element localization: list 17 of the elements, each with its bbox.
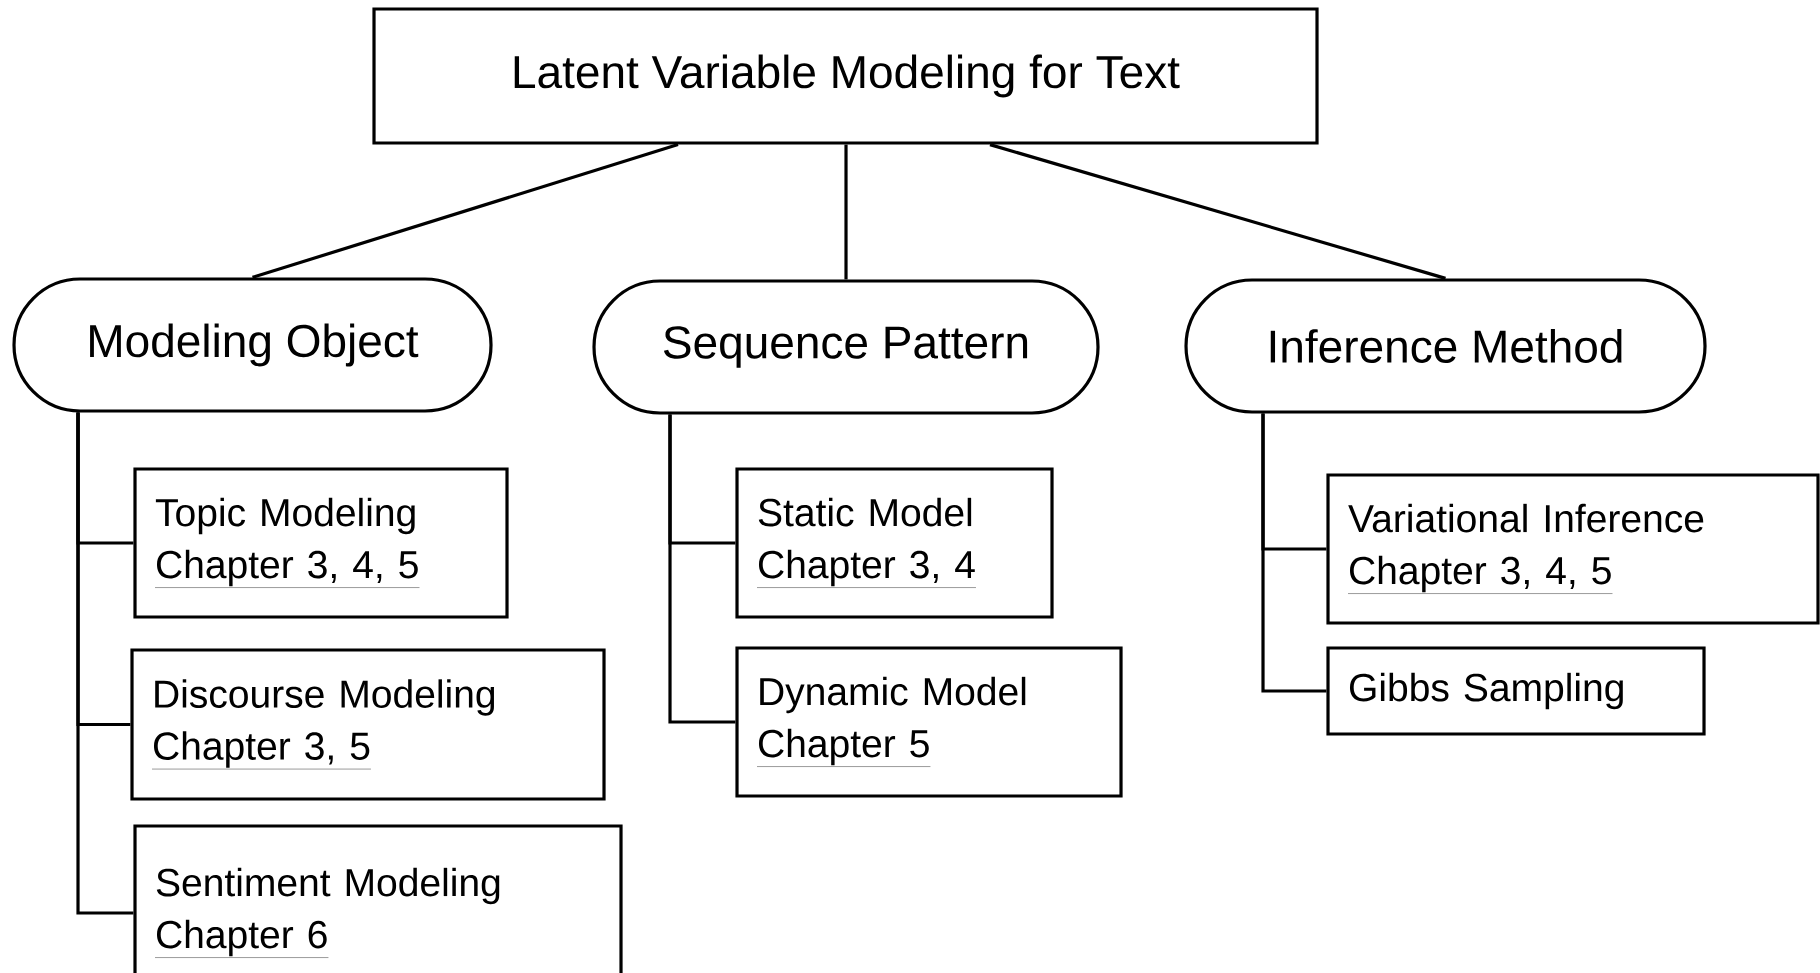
connector-line	[252, 143, 679, 279]
topic-box: Topic Modeling Chapter 3, 4, 5	[133, 467, 509, 619]
connector-line	[76, 412, 134, 915]
title-box: Latent Variable Modeling for Text	[372, 7, 1319, 145]
connector-line	[844, 144, 848, 280]
connector-line	[668, 414, 736, 724]
topic-box: Static Model Chapter 3, 4	[735, 467, 1054, 619]
category-pill: Sequence Pattern	[592, 279, 1100, 415]
category-pill: Inference Method	[1184, 278, 1707, 414]
topic-box: Discourse Modeling Chapter 3, 5	[130, 648, 606, 801]
connector-line	[989, 143, 1446, 280]
topic-box: Gibbs Sampling	[1326, 646, 1706, 736]
topic-box: Dynamic Model Chapter 5	[735, 646, 1123, 798]
category-pill: Modeling Object	[12, 277, 493, 413]
topic-box: Variational Inference Chapter 3, 4, 5	[1326, 473, 1820, 625]
topic-box: Sentiment Modeling Chapter 6	[133, 824, 623, 973]
connector-line	[1261, 413, 1327, 693]
